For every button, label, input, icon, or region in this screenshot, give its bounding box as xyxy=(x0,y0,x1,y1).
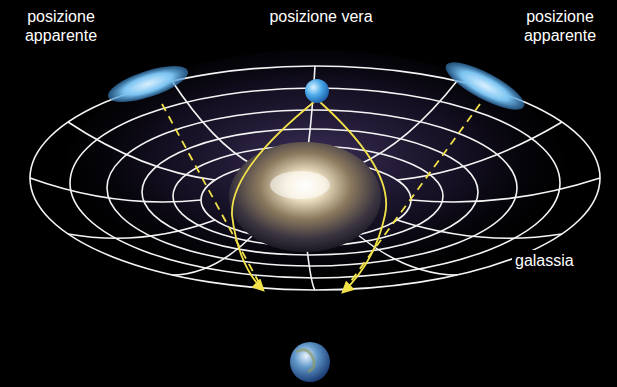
apparent-position-label: posizione apparente xyxy=(8,6,114,46)
galaxy-core xyxy=(270,171,330,199)
light-paths xyxy=(162,102,480,292)
earth-land xyxy=(296,350,314,372)
true-source-sphere xyxy=(305,79,329,103)
apparent-image-left xyxy=(104,59,192,110)
galaxy-label: galassia xyxy=(512,250,577,271)
earth-globe xyxy=(290,342,330,382)
apparent-image-right xyxy=(440,54,530,118)
nebula-glow xyxy=(65,50,565,290)
true-position-label: posizione vera xyxy=(248,6,394,27)
galaxy-image xyxy=(229,142,381,252)
apparent-position-label: posizione apparente xyxy=(507,6,613,46)
